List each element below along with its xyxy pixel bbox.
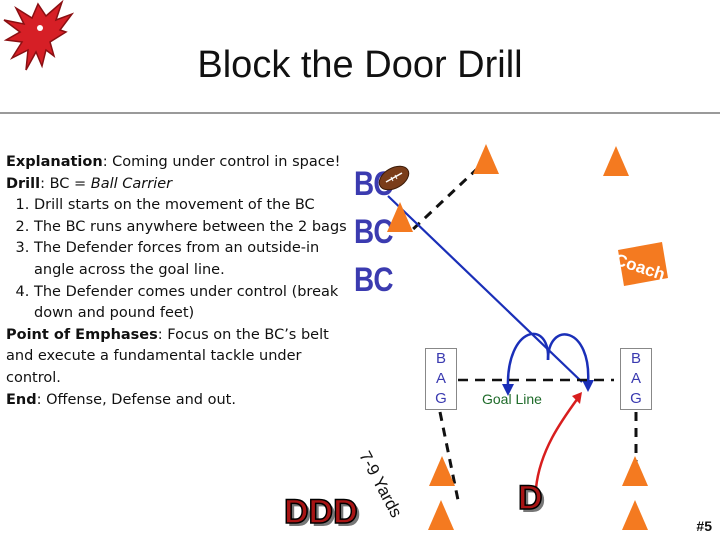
defender-arrowhead [572,392,582,404]
goal-line-label: Goal Line [482,391,542,407]
eagle-logo-icon [3,0,75,71]
end-text: : Offense, Defense and out. [36,391,236,408]
coach-icon [618,242,668,286]
slide-number: #5 [696,518,712,534]
cone-icon [473,144,499,174]
emphases-text: : Focus on the BC’s belt and execute a f… [6,326,329,386]
ball-carrier-label: BC [354,213,393,251]
bag-letter: A [435,370,446,387]
title-divider [0,112,720,114]
emphases-line: Point of Emphases: Focus on the BC’s bel… [6,325,351,390]
ball-carrier-label: BC [354,261,393,299]
bag-left: B A G [425,348,457,410]
explanation-text: : Coming under control in space! [102,154,341,170]
bag-letter: G [435,390,447,407]
ball-carrier-arc-right [546,333,590,385]
end-line: End: Offense, Defense and out. [6,390,351,412]
cone-icon [428,500,454,530]
cone-icon [622,456,648,486]
emphases-label: Point of Emphases [6,326,158,343]
cone-icon [622,500,648,530]
defenders-label: DDD [283,493,358,531]
logo [2,0,75,78]
drill-step: The Defender forces from an outside-in a… [34,238,351,281]
explanation-block: Explanation: Coming under control in spa… [6,152,351,411]
drill-steps: Drill starts on the movement of the BC T… [6,195,351,325]
drill-line: Drill: BC = Ball Carrier [6,174,351,196]
cone-icon [603,146,629,176]
ball-carrier-run-line [387,195,583,383]
explanation-line: Explanation: Coming under control in spa… [6,152,351,174]
bag-right: B A G [620,348,652,410]
arc-arrowhead-left [502,384,514,396]
defender-path [534,397,580,489]
bag-letter: B [630,350,641,367]
drill-label: Drill [6,175,41,192]
bag-letter: B [435,350,446,367]
drill-text: : BC = [40,175,91,192]
cone-icon [387,202,413,232]
bag-letter: A [630,370,641,387]
bag-letter: G [630,390,642,407]
explanation-label: Explanation [6,154,103,170]
cone-icon [429,456,455,486]
arc-arrowhead-right [582,380,594,392]
page-title: Block the Door Drill [197,44,523,86]
football-icon [378,165,410,191]
coach-dashed-line [408,166,480,234]
end-label: End [6,391,37,408]
ball-carrier-arc-left [506,332,550,389]
defender-label: D [517,479,543,517]
drill-step: The Defender comes under control (break … [34,282,351,325]
drill-text-italic: Ball Carrier [90,175,173,192]
drill-step: Drill starts on the movement of the BC [34,195,351,217]
drill-step: The BC runs anywhere between the 2 bags [34,217,351,239]
